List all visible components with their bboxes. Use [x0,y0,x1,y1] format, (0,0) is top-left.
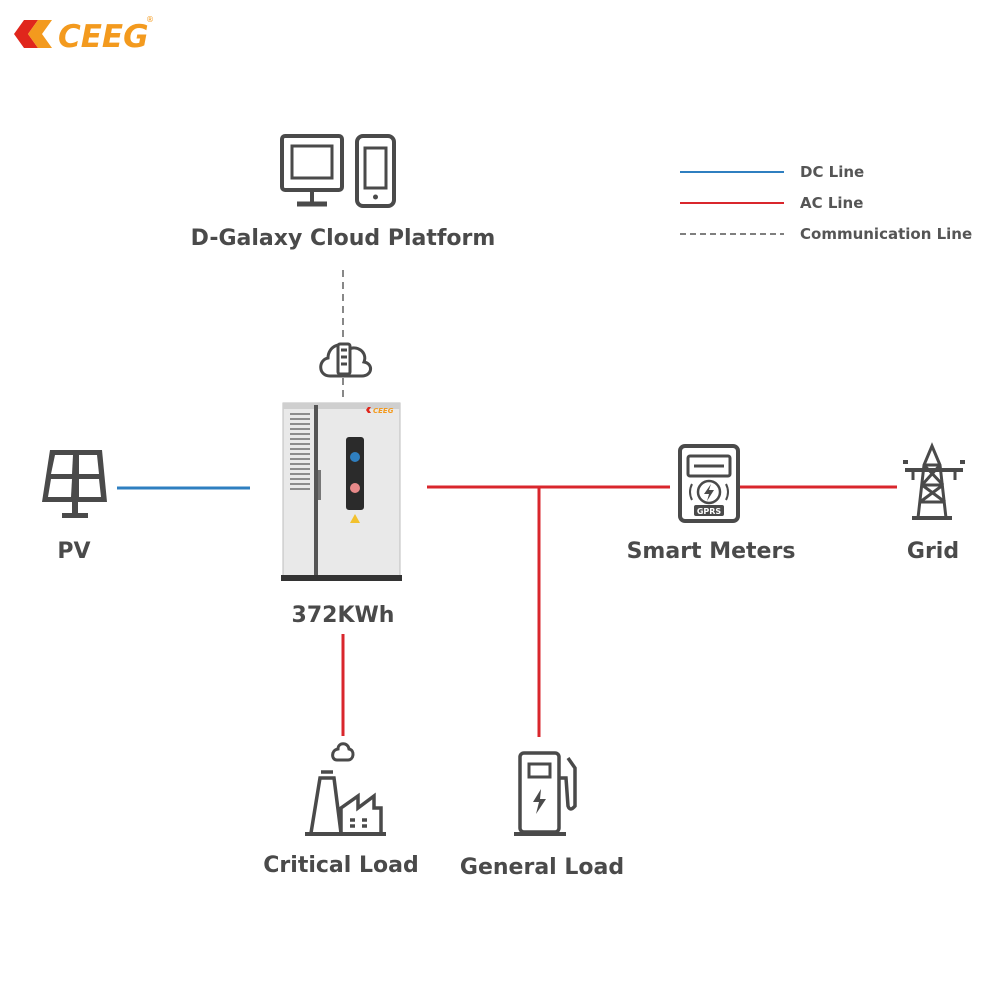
legend: DC Line AC Line Communication Line [680,163,972,243]
logo-registered-mark: ® [146,15,154,24]
cabinet-vent-grille [290,413,310,490]
svg-text:CEEG: CEEG [373,407,394,415]
cloud-platform-label: D-Galaxy Cloud Platform [191,226,496,251]
logo-chevron-orange [28,20,52,48]
meter-gprs-badge: GPRS [697,507,722,516]
logo-text: CEEG [58,19,149,55]
cabinet-brand-badge: CEEG [366,407,394,415]
pv-label: PV [57,539,90,564]
logo-chevron-red [14,20,38,48]
solar-panel-icon [42,450,107,518]
monitor-icon [280,134,344,207]
general-load-label: General Load [460,855,624,880]
smart-meter-icon: GPRS [678,444,740,523]
critical-load-label: Critical Load [263,853,418,878]
cabinet-control-panel [346,437,364,510]
smart-meters-label: Smart Meters [627,539,796,564]
cabinet-status-light [350,452,360,462]
cabinet-button [350,483,360,493]
grid-label: Grid [907,539,959,564]
smartphone-icon [355,134,396,208]
legend-comm-label: Communication Line [800,225,972,243]
cloud-router-icon [319,342,372,378]
charging-station-icon [514,751,577,836]
power-tower-icon [903,442,965,520]
ceeg-logo: CEEG ® [14,15,154,55]
battery-cabinet-icon: CEEG [281,402,402,581]
battery-capacity-label: 372KWh [292,603,395,628]
warning-icon [350,514,360,523]
cabinet-base [281,575,402,581]
factory-icon [305,742,386,836]
legend-ac-label: AC Line [800,194,863,212]
legend-dc-label: DC Line [800,163,864,181]
